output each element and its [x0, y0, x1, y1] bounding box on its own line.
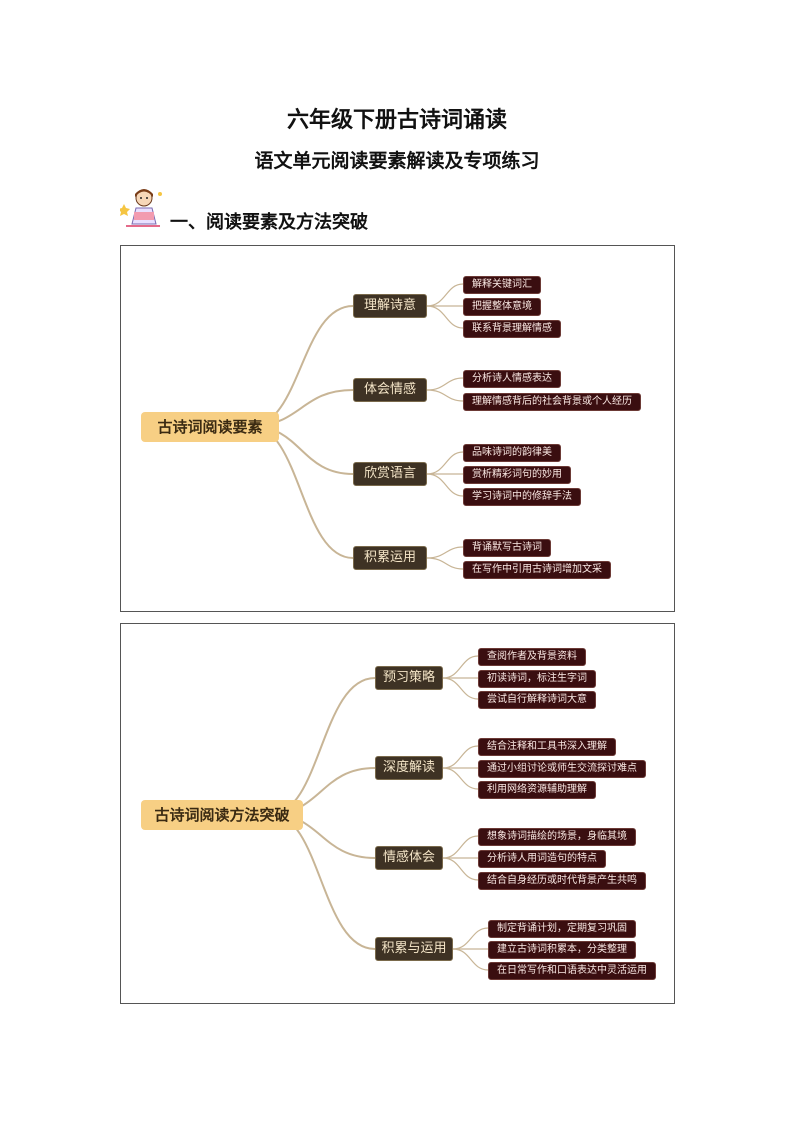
leaf-node: 制定背诵计划，定期复习巩固	[488, 920, 636, 938]
leaf-node: 理解情感背后的社会背景或个人经历	[463, 393, 641, 411]
leaf-node: 在日常写作和口语表达中灵活运用	[488, 962, 656, 980]
leaf-node: 通过小组讨论或师生交流探讨难点	[478, 760, 646, 778]
leaf-node: 把握整体意境	[463, 298, 541, 316]
leaf-node: 在写作中引用古诗词增加文采	[463, 561, 611, 579]
leaf-node: 利用网络资源辅助理解	[478, 781, 596, 799]
leaf-node: 建立古诗词积累本，分类整理	[488, 941, 636, 959]
mindmap-reading-methods: 古诗词阅读方法突破 预习策略 查阅作者及背景资料 初读诗词，标注生字词 尝试自行…	[120, 623, 675, 1004]
root-node: 古诗词阅读方法突破	[141, 800, 303, 830]
section-heading: 一、阅读要素及方法突破	[120, 186, 520, 233]
branch-deep-interpretation: 深度解读	[375, 756, 443, 780]
branch-appreciate-language: 欣赏语言	[353, 462, 427, 486]
leaf-node: 背诵默写古诗词	[463, 539, 551, 557]
leaf-node: 想象诗词描绘的场景，身临其境	[478, 828, 636, 846]
branch-accumulate-apply: 积累运用	[353, 546, 427, 570]
branch-preview-strategy: 预习策略	[375, 666, 443, 690]
page-title: 六年级下册古诗词诵读	[286, 108, 507, 133]
leaf-node: 结合注释和工具书深入理解	[478, 738, 616, 756]
leaf-node: 分析诗人情感表达	[463, 370, 561, 388]
leaf-node: 结合自身经历或时代背景产生共鸣	[478, 872, 646, 890]
branch-emotional-experience: 情感体会	[375, 846, 443, 870]
branch-feel-emotion: 体会情感	[353, 378, 427, 402]
leaf-node: 品味诗词的韵律美	[463, 444, 561, 462]
leaf-node: 联系背景理解情感	[463, 320, 561, 338]
branch-understand-meaning: 理解诗意	[353, 294, 427, 318]
leaf-node: 解释关键词汇	[463, 276, 541, 294]
leaf-node: 学习诗词中的修辞手法	[463, 488, 581, 506]
leaf-node: 查阅作者及背景资料	[478, 648, 586, 666]
leaf-node: 赏析精彩词句的妙用	[463, 466, 571, 484]
page-subtitle: 语文单元阅读要素解读及专项练习	[254, 150, 540, 172]
section-title: 一、阅读要素及方法突破	[170, 212, 368, 233]
leaf-node: 分析诗人用词造句的特点	[478, 850, 606, 868]
leaf-node: 初读诗词，标注生字词	[478, 670, 596, 688]
branch-accumulate-and-apply: 积累与运用	[375, 937, 453, 961]
leaf-node: 尝试自行解释诗词大意	[478, 691, 596, 709]
mindmap-reading-elements: 古诗词阅读要素 理解诗意 解释关键词汇 把握整体意境 联系背景理解情感 体会情感…	[120, 245, 675, 612]
girl-reading-icon	[120, 189, 162, 227]
root-node: 古诗词阅读要素	[141, 412, 279, 442]
